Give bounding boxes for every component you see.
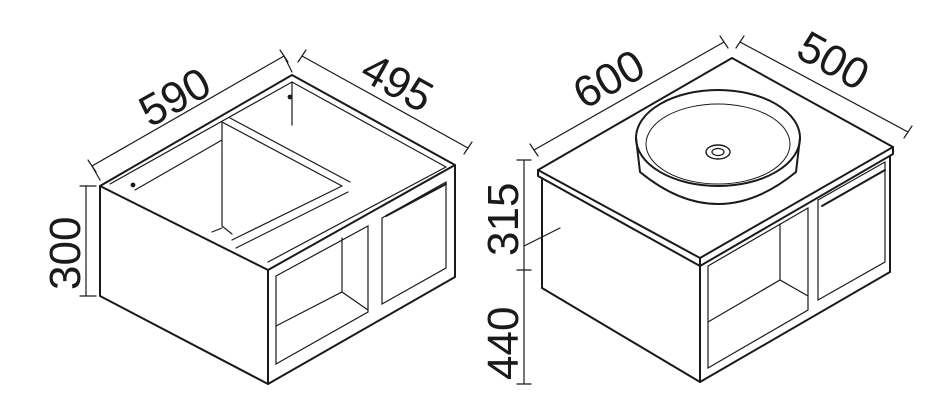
- left-cabinet: [99, 74, 456, 385]
- right-cabinet: [537, 57, 894, 383]
- dim-left-depth: 495: [297, 44, 473, 155]
- dim-left-height: 300: [41, 185, 97, 297]
- dim-500-label: 500: [789, 22, 877, 100]
- dim-600-label: 600: [565, 40, 653, 118]
- dim-315-label: 315: [479, 183, 528, 256]
- dim-440-label: 440: [479, 307, 528, 380]
- basin: [635, 89, 801, 205]
- dim-right-heights: 315 440: [479, 159, 561, 385]
- dim-495-label: 495: [353, 44, 441, 122]
- dim-300-label: 300: [41, 217, 90, 290]
- dim-left-width: 590: [87, 49, 293, 181]
